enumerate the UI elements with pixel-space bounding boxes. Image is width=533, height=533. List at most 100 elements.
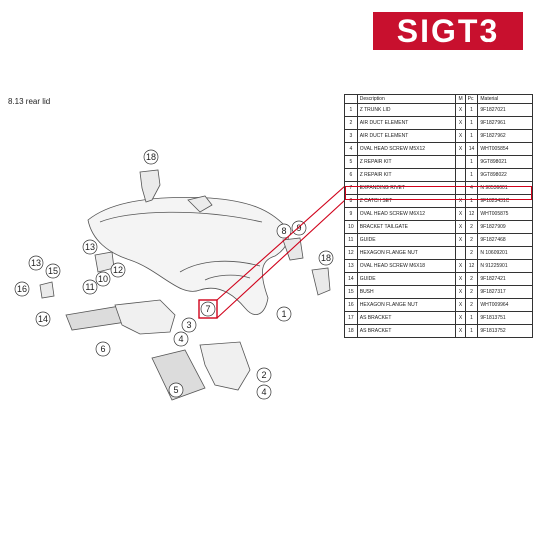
svg-text:1: 1 [281,309,286,319]
cell-material: 9F1827021 [477,103,533,117]
highlight-row-box [345,186,532,200]
callout-7: 7 [200,301,216,317]
svg-text:4: 4 [261,387,266,397]
callout-4b: 4 [256,384,272,400]
callout-13a: 13 [82,239,98,255]
cell-m: X [455,259,466,273]
header-material: Material [477,94,533,104]
logo-background [373,12,523,50]
cell-description: OVAL HEAD SCREW M6X18 [356,259,457,273]
cell-m [455,168,466,182]
cell-no: 14 [344,272,358,286]
svg-text:9: 9 [296,223,301,233]
svg-text:11: 11 [85,282,94,292]
cell-pc: 12 [464,259,479,273]
callout-4a: 4 [173,331,189,347]
cell-pc: 1 [464,129,479,143]
cell-no: 6 [344,168,358,182]
cell-description: Z REPAIR KIT [356,168,457,182]
header-no [344,94,358,104]
header-pc: Pc [464,94,479,104]
callout-13b: 13 [28,255,44,271]
cell-no: 3 [344,129,358,143]
callout-6: 6 [95,341,111,357]
svg-text:10: 10 [98,274,108,284]
cell-material: 9F1827421 [477,272,533,286]
callout-12: 12 [110,262,126,278]
cell-no: 13 [344,259,358,273]
cell-no: 17 [344,311,358,325]
section-title: 8.13 rear lid [8,97,51,106]
cell-m [455,246,466,260]
svg-text:8: 8 [281,226,286,236]
cell-material: WHT009964 [477,298,533,312]
svg-text:14: 14 [38,314,48,324]
trunk-lid-part [87,196,289,315]
cell-material: 9F1813751 [477,311,533,325]
cell-m: X [455,207,466,221]
cell-material: N 91225901 [477,259,533,273]
cell-no: 12 [344,246,358,260]
cell-pc: 12 [464,207,479,221]
cell-m: X [455,311,466,325]
callout-15: 15 [45,263,61,279]
cell-m: X [455,103,466,117]
cell-pc: 2 [464,272,479,286]
cell-pc: 14 [464,142,479,156]
svg-text:18: 18 [146,152,156,162]
svg-text:5: 5 [173,385,178,395]
cell-description: OVAL HEAD SCREW M6X12 [356,207,457,221]
svg-text:7: 7 [205,304,210,314]
cell-material: 9F1813752 [477,324,533,338]
svg-text:12: 12 [113,265,123,275]
cell-material: 9F1827317 [477,285,533,299]
callout-2: 2 [256,367,272,383]
cell-material: N 10609201 [477,246,533,260]
brand-logo: SIGT3 [373,12,523,50]
cell-material: 9GT898021 [477,155,533,169]
svg-text:6: 6 [100,344,105,354]
cell-no: 4 [344,142,358,156]
cell-no: 11 [344,233,358,247]
cell-no: 2 [344,116,358,130]
cell-pc: 2 [464,246,479,260]
cell-material: 9GT898022 [477,168,533,182]
repair-kit-5-part [151,349,206,401]
cell-pc: 1 [464,311,479,325]
cell-description: GUIDE [356,272,457,286]
svg-text:15: 15 [48,266,58,276]
cell-pc: 2 [464,298,479,312]
cell-m: X [455,285,466,299]
cell-material: WHT005875 [477,207,533,221]
cell-pc: 1 [464,168,479,182]
cell-m: X [455,129,466,143]
cell-m: X [455,116,466,130]
exploded-diagram: 18 8 9 18 13 12 10 11 13 15 16 14 6 7 1 … [14,149,345,401]
cell-description: BUSH [356,285,457,299]
cell-material: 9F1827909 [477,220,533,234]
svg-text:4: 4 [178,334,183,344]
callout-18: 18 [143,149,159,165]
cell-description: AS BRACKET [356,324,457,338]
callout-17: 18 [318,250,334,266]
air-duct-part [199,341,251,391]
cell-m: X [455,324,466,338]
callout-16: 16 [14,281,30,297]
cell-description: Z REPAIR KIT [356,155,457,169]
cell-no: 9 [344,207,358,221]
callout-11: 11 [82,279,98,295]
cell-no: 10 [344,220,358,234]
cell-pc: 2 [464,220,479,234]
cell-no: 5 [344,155,358,169]
cell-pc: 1 [464,324,479,338]
cell-pc: 1 [464,103,479,117]
